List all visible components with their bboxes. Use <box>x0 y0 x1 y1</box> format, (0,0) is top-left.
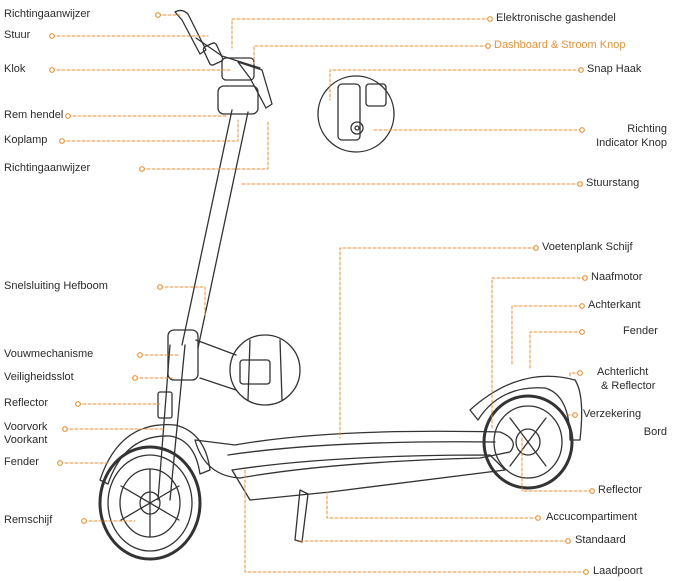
handlebar <box>174 9 273 115</box>
label-reflector-right: Reflector <box>598 484 643 496</box>
label-naafmotor: Naafmotor <box>591 271 643 283</box>
rear-fender <box>469 375 583 441</box>
label-remschijf: Remschijf <box>4 514 53 526</box>
label-snap-haak: Snap Haak <box>587 63 642 75</box>
zoom-circle-lock <box>229 334 301 406</box>
label-richtingaanwijzer-top: Richtingaanwijzer <box>4 8 91 20</box>
label-fender-left: Fender <box>4 456 39 468</box>
front-wheel <box>98 445 202 561</box>
front-fork <box>157 344 186 501</box>
label-standaard: Standaard <box>575 534 626 546</box>
label-snelsluiting-hefboom: Snelsluiting Hefboom <box>4 280 108 292</box>
leader-lines <box>51 14 593 573</box>
label-bord: Bord <box>643 426 667 438</box>
label-voorkant: Voorkant <box>4 434 48 446</box>
label-voetenplank-schijf: Voetenplank Schijf <box>542 241 633 253</box>
deck <box>194 430 514 501</box>
stem <box>181 109 249 349</box>
label-achterkant: Achterkant <box>588 299 641 311</box>
rear-wheel <box>482 394 574 490</box>
label-richtingaanwijzer-bottom: Richtingaanwijzer <box>4 162 91 174</box>
label-accucompartiment: Accucompartiment <box>546 511 638 523</box>
kickstand <box>294 489 309 543</box>
label-achterlicht: Achterlicht <box>597 366 649 378</box>
label-veiligheidsslot: Veiligheidsslot <box>4 371 74 383</box>
label-koplamp: Koplamp <box>4 134 48 146</box>
zoom-circle-dashboard <box>317 75 395 153</box>
label-vouwmechanisme: Vouwmechanisme <box>4 348 94 360</box>
label-verzekering: Verzekering <box>583 408 642 420</box>
label-laadpoort: Laadpoort <box>593 565 643 577</box>
label-stuurstang: Stuurstang <box>586 177 640 189</box>
label-stuur: Stuur <box>4 29 31 41</box>
label-voorvork: Voorvork <box>4 421 48 433</box>
label-dashboard-stroom-knop: Dashboard & Stroom Knop <box>494 39 626 51</box>
label-fender-right: Fender <box>623 325 658 337</box>
label-rem-hendel: Rem hendel <box>4 109 64 121</box>
label-elektronische-gashendel: Elektronische gashendel <box>496 12 616 24</box>
front-fender <box>99 423 211 485</box>
label-indicator-knop: Indicator Knop <box>596 137 667 149</box>
label-klok: Klok <box>4 63 26 75</box>
front-reflector <box>157 391 173 419</box>
label-reflector-amp: & Reflector <box>601 380 656 392</box>
label-richting: Richting <box>627 123 667 135</box>
zoom-dashboard-body <box>337 83 361 141</box>
label-reflector-left: Reflector <box>4 397 49 409</box>
leader-markers <box>49 12 595 575</box>
